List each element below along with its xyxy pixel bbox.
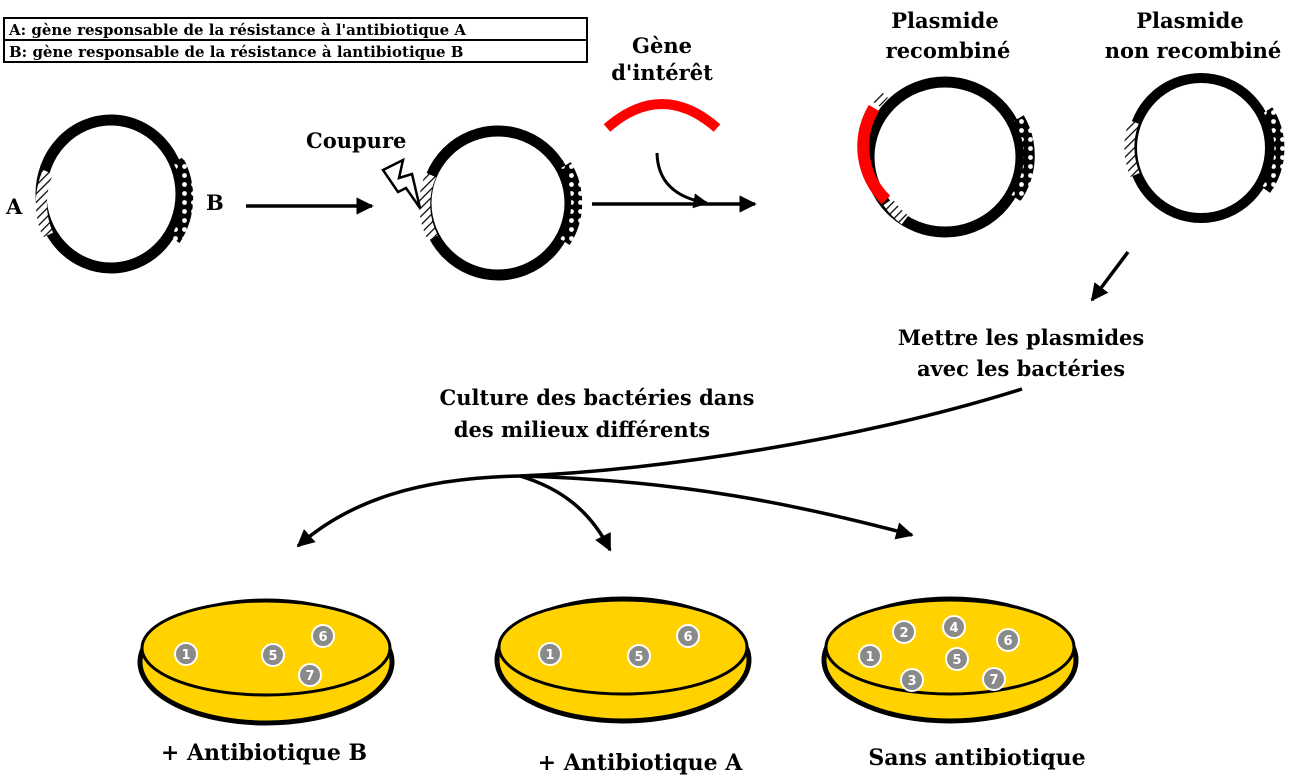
mix-label-2: avec les bactéries [917, 356, 1125, 381]
gene-of-interest: Gène d'intérêt [603, 33, 721, 209]
colony: 1 [538, 642, 562, 666]
flow-to-dish-3 [519, 474, 914, 540]
colony-number: 1 [181, 648, 190, 663]
plasmid-ring [1127, 73, 1275, 223]
dish-label: + Antibiotique B [161, 740, 367, 766]
dish-label: + Antibiotique A [538, 750, 744, 775]
gene-interest-label-2: d'intérêt [611, 60, 713, 85]
colony-number: 7 [305, 669, 314, 684]
colony-number: 3 [907, 674, 916, 689]
colony: 6 [996, 628, 1020, 652]
insertion-arrow [655, 152, 709, 209]
colony: 3 [900, 668, 924, 692]
gene-a-fragment-bottom [883, 198, 909, 225]
colony-number: 6 [318, 630, 327, 645]
colony-number: 5 [634, 650, 643, 665]
gene-a-segment [1124, 120, 1140, 177]
plasmid-ring [35, 114, 187, 274]
gene-of-interest-arc [603, 99, 721, 132]
gene-b-label: B [206, 190, 224, 215]
plasmid-nonrecombinant: Plasmide non recombiné [1105, 8, 1285, 223]
colony: 2 [892, 620, 916, 644]
legend: A: gène responsable de la résistance à l… [3, 17, 588, 63]
culture-label-2: des milieux différents [454, 417, 710, 442]
colony: 4 [942, 615, 966, 639]
nonrecomb-label-1: Plasmide [1136, 8, 1243, 33]
agar-surface [824, 598, 1076, 696]
recomb-label-2: recombiné [886, 38, 1011, 63]
colony: 7 [982, 667, 1006, 691]
gene-b-segment [170, 157, 194, 244]
petri-dish-1: 1 5 6 7 + Antibiotique B [137, 598, 395, 766]
gene-a-segment [419, 172, 438, 241]
gene-of-interest-insert [857, 104, 891, 205]
flow-to-dish-1 [296, 474, 521, 548]
mix-label-1: Mettre les plasmides [898, 325, 1144, 350]
gene-a-label: A [5, 194, 23, 219]
colony-number: 1 [865, 650, 874, 665]
colony: 1 [174, 642, 198, 666]
petri-dish-3: 1 2 3 4 5 6 7 Sans antibiotique [821, 596, 1086, 771]
gene-interest-label-1: Gène [632, 33, 692, 58]
gene-b-segment [1011, 115, 1035, 202]
plasmid-ring [420, 125, 576, 281]
gene-a-fragment-top [871, 90, 889, 108]
flow-to-dish-2 [519, 474, 612, 552]
gene-a-segment [35, 169, 54, 238]
legend-line-b: B: gène responsable de la résistance à l… [9, 43, 463, 61]
colony: 6 [311, 624, 335, 648]
colony-number: 2 [899, 626, 908, 641]
plasmid-recombinant: Plasmide recombiné [857, 8, 1035, 238]
colony-number: 7 [989, 673, 998, 688]
colony-number: 5 [268, 649, 277, 664]
legend-line-a: A: gène responsable de la résistance à l… [8, 21, 466, 39]
gene-b-segment [1261, 107, 1285, 193]
cut-label: Coupure [306, 128, 406, 153]
colony-number: 6 [1003, 634, 1012, 649]
colony: 7 [298, 663, 322, 687]
colony: 5 [945, 647, 969, 671]
petri-dish-2: 1 5 6 + Antibiotique A [494, 596, 752, 775]
agar-surface [497, 598, 749, 696]
colony-number: 5 [952, 653, 961, 668]
plasmid-cut: Coupure [306, 125, 583, 281]
colony-number: 4 [949, 621, 958, 636]
colony-number: 1 [545, 648, 554, 663]
legend-box-b [3, 39, 588, 63]
plasmid-initial: A B [5, 114, 224, 274]
colony: 5 [261, 643, 285, 667]
colony: 1 [858, 644, 882, 668]
dish-label: Sans antibiotique [868, 745, 1085, 771]
colony-number: 6 [683, 630, 692, 645]
colony: 5 [627, 644, 651, 668]
flow-arrows [296, 387, 1023, 552]
cut-lightning-icon [381, 157, 422, 209]
colony: 6 [676, 624, 700, 648]
gene-b-segment [560, 162, 583, 245]
arrow-to-bacteria [1090, 250, 1130, 302]
recomb-label-1: Plasmide [891, 8, 998, 33]
nonrecomb-label-2: non recombiné [1105, 38, 1282, 63]
culture-label-1: Culture des bactéries dans [440, 385, 755, 410]
flow-main-curve [519, 387, 1023, 478]
